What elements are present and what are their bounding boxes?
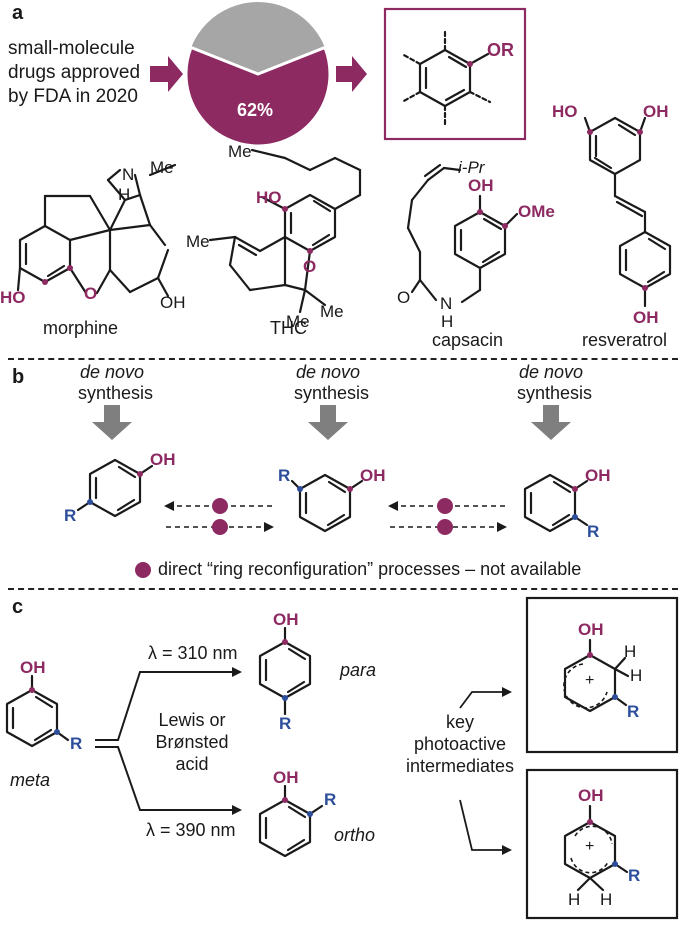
int-top-h2-label: H: [630, 666, 643, 685]
meta-c-oh-label: OH: [20, 658, 46, 677]
meta-b-r-label: R: [278, 466, 291, 485]
purple-arrow-1: [150, 56, 183, 92]
divider-b-c: [8, 588, 678, 590]
para-c-r-label: R: [279, 714, 292, 733]
acid-label-line3: acid: [175, 754, 209, 774]
int-bottom-h1-label: H: [568, 890, 581, 909]
resveratrol-ho-label: HO: [552, 102, 578, 121]
ortho-phenol-b: [523, 473, 589, 533]
intermediate-box-bottom: [525, 768, 679, 920]
int-bottom-h2-label: H: [600, 890, 613, 909]
meta-b-oh-label: OH: [360, 466, 386, 485]
int-bottom-r-label: R: [628, 866, 641, 885]
thc-me-bottom-left-label: Me: [286, 312, 310, 331]
morphine-oh-label: OH: [160, 293, 186, 312]
thc-me-top-label: Me: [228, 142, 252, 161]
acid-label-line2: Brønsted: [155, 732, 229, 752]
morphine-caption: morphine: [43, 318, 119, 338]
drugs-caption-line1: small-molecule: [8, 38, 135, 59]
capsaicin-caption: capsacin: [432, 330, 504, 350]
resveratrol-caption: resveratrol: [582, 330, 668, 350]
thc-caption: THC: [270, 318, 307, 338]
panel-letter-a: a: [12, 2, 24, 24]
morphine-o-label: O: [84, 284, 98, 303]
int-top-oh-label: OH: [578, 620, 604, 639]
phenol-motif-ring: [400, 28, 492, 126]
meta-phenol-c: [5, 674, 70, 748]
ortho-b-r-label: R: [587, 522, 600, 541]
phenol-motif-box: [383, 7, 527, 141]
panel-letter-b: b: [12, 366, 25, 388]
pie-slice-main: [184, 45, 332, 148]
ortho-label: ortho: [334, 825, 376, 845]
capsaicin-ome-label: OMe: [518, 202, 555, 221]
ortho-c-r-label: R: [324, 790, 337, 809]
resveratrol-oh-top-label: OH: [643, 102, 669, 121]
intermediate-box-top: [525, 596, 679, 754]
purple-arrow-2: [336, 56, 367, 92]
lambda-390-label: λ = 390 nm: [146, 820, 236, 840]
morphine-structure: [16, 163, 177, 298]
int-top-h1-label: H: [624, 642, 637, 661]
intermediate-cation-top: [563, 638, 630, 713]
capsaicin-nh-h-label: H: [441, 312, 454, 331]
para-c-oh-label: OH: [273, 610, 299, 629]
capsaicin-ipr-label: i-Pr: [458, 158, 485, 177]
gray-arrows: [92, 405, 571, 440]
thc-o-label: O: [303, 257, 317, 276]
thc-structure: [208, 148, 362, 314]
meta-label: meta: [10, 770, 51, 790]
lambda-310-label: λ = 310 nm: [148, 643, 238, 663]
ortho-phenol-c: [258, 784, 324, 858]
morphine-me-label: Me: [150, 158, 174, 177]
int-bottom-oh-label: OH: [578, 786, 604, 805]
capsaicin-o-label: O: [397, 288, 411, 307]
meta-phenol-b: [290, 473, 364, 533]
divider-a-b: [8, 358, 678, 360]
de-novo-label-1: de novo: [80, 362, 145, 382]
unavailable-processes-legend: direct “ring reconfiguration” processes …: [158, 559, 582, 579]
int-bottom-plus-label: +: [585, 838, 595, 855]
panel-letter-c: c: [12, 596, 24, 618]
capsaicin-n-label: N: [440, 294, 453, 313]
morphine-ho-label: HO: [0, 288, 26, 307]
int-top-plus-label: +: [585, 672, 595, 689]
drugs-caption-line2: drugs approved: [8, 62, 141, 83]
pie-percent-label: 62%: [237, 100, 274, 120]
resveratrol-oh-bottom-label: OH: [633, 308, 659, 327]
synthesis-label-1: synthesis: [78, 383, 154, 403]
thc-me-bottom-right-label: Me: [320, 302, 344, 321]
synthesis-label-2: synthesis: [294, 383, 370, 403]
para-label: para: [340, 660, 377, 680]
key-label-line2: photoactive: [413, 734, 507, 754]
int-top-r-label: R: [627, 702, 640, 721]
morphine-n-label: N: [122, 165, 135, 184]
key-label-line3: intermediates: [405, 756, 515, 776]
intermediate-cation-bottom: [563, 804, 629, 892]
pie-chart: [184, 2, 332, 148]
capsaicin-structure: [406, 163, 519, 304]
resveratrol-structure: [583, 116, 672, 308]
phenol-motif-or-label: OR: [487, 40, 514, 60]
thc-ho-label: HO: [256, 188, 282, 207]
unavailable-process-arrows: [135, 498, 507, 578]
ortho-b-oh-label: OH: [585, 466, 611, 485]
para-phenol-b: [76, 458, 154, 518]
para-phenol-c: [258, 626, 312, 716]
capsaicin-oh-label: OH: [468, 176, 494, 195]
acid-label-line1: Lewis or: [158, 710, 226, 730]
reaction-arrows: [95, 667, 512, 855]
morphine-h-label: H: [118, 185, 131, 204]
synthesis-label-3: synthesis: [517, 383, 593, 403]
para-b-oh-label: OH: [150, 450, 176, 469]
para-b-r-label: R: [64, 506, 77, 525]
de-novo-label-2: de novo: [296, 362, 361, 382]
de-novo-label-3: de novo: [519, 362, 584, 382]
meta-c-r-label: R: [70, 734, 83, 753]
key-label-line1: key: [445, 712, 474, 732]
thc-me-left-label: Me: [186, 232, 210, 251]
ortho-c-oh-label: OH: [273, 768, 299, 787]
drugs-caption-line3: by FDA in 2020: [8, 86, 138, 107]
